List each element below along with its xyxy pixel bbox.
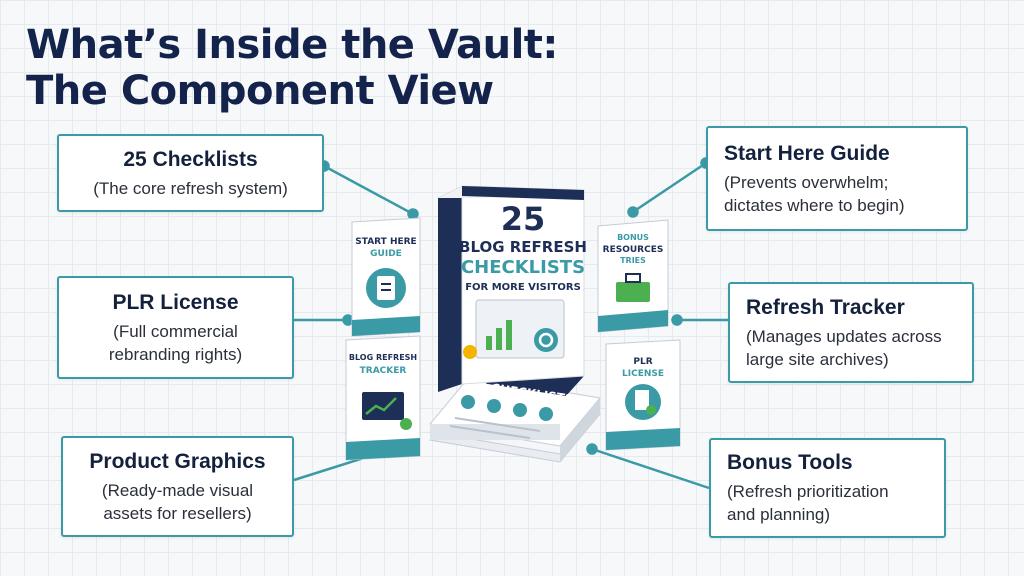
callout-start-here-guide: Start Here Guide (Prevents overwhelm; di… bbox=[706, 126, 968, 231]
callout-description-line-1: (Refresh prioritization bbox=[727, 482, 889, 501]
callout-description-line-2: dictates where to begin) bbox=[724, 195, 905, 215]
plr-license-book: PLR LICENSE bbox=[605, 339, 681, 451]
start-here-book-line-1: START HERE bbox=[355, 237, 416, 247]
callout-description: (The core refresh system) bbox=[93, 178, 288, 198]
plr-book-line-1: PLR bbox=[633, 357, 652, 367]
blog-refresh-tracker-book: BLOG REFRESH TRACKER bbox=[345, 335, 421, 461]
connector-dot bbox=[407, 208, 419, 220]
bonus-book-line-2: RESOURCES bbox=[603, 245, 664, 255]
callout-25-checklists: 25 Checklists (The core refresh system) bbox=[57, 134, 324, 212]
callout-title: PLR License bbox=[112, 290, 239, 314]
box-number: 25 bbox=[501, 200, 546, 238]
title-line-2: The Component View bbox=[26, 68, 494, 114]
tracker-book-line-1: BLOG REFRESH bbox=[349, 353, 417, 362]
bonus-book-line-3: TRIES bbox=[620, 256, 646, 265]
callout-description: (Prevents overwhelm; dictates where to b… bbox=[724, 171, 952, 217]
connector-bonus bbox=[591, 447, 710, 490]
callout-description-line-1: (Full commercial bbox=[113, 321, 238, 341]
callout-description-line-2: rebranding rights) bbox=[108, 344, 243, 364]
box-title-line-3: FOR MORE VISITORS bbox=[465, 282, 581, 293]
connector-dot bbox=[627, 206, 639, 218]
tracker-book-line-2: TRACKER bbox=[360, 366, 407, 376]
page-title: What’s Inside the Vault: The Component V… bbox=[26, 22, 558, 114]
box-title-line-2: CHECKLISTS bbox=[461, 257, 585, 278]
callout-title: Refresh Tracker bbox=[746, 295, 905, 319]
callout-description-line-2: assets for resellers) bbox=[103, 503, 252, 523]
title-line-1: What’s Inside the Vault: bbox=[26, 22, 558, 68]
callout-title: Bonus Tools bbox=[727, 451, 853, 474]
callout-description-line-2: and planning) bbox=[727, 505, 831, 524]
callout-description: (Refresh prioritization and planning) bbox=[727, 480, 930, 526]
connector-start-here bbox=[632, 161, 707, 214]
connector-dot bbox=[342, 314, 354, 326]
callout-description: (Ready-made visual assets for resellers) bbox=[77, 479, 278, 525]
connector-checklists bbox=[323, 164, 414, 216]
callout-title: Product Graphics bbox=[89, 449, 266, 473]
start-here-book-line-2: GUIDE bbox=[370, 249, 402, 259]
connector-dot bbox=[586, 443, 598, 455]
callout-description-line-1: (Manages updates across bbox=[746, 326, 942, 346]
connector-dot bbox=[671, 314, 683, 326]
start-here-guide-book: START HERE GUIDE bbox=[351, 217, 421, 337]
callout-product-graphics: Product Graphics (Ready-made visual asse… bbox=[61, 436, 294, 537]
callout-title: 25 Checklists bbox=[123, 147, 258, 171]
callout-description-line-2: large site archives) bbox=[746, 349, 889, 369]
plr-book-line-2: LICENSE bbox=[622, 369, 664, 379]
callout-plr-license: PLR License (Full commercial rebranding … bbox=[57, 276, 294, 379]
main-product-box: 25 BLOG REFRESH CHECKLISTS FOR MORE VISI… bbox=[438, 185, 587, 392]
callout-description-line-1: (Prevents overwhelm; bbox=[724, 172, 889, 192]
callout-description: (Manages updates across large site archi… bbox=[746, 325, 958, 371]
callout-title: Start Here Guide bbox=[724, 141, 890, 165]
bonus-resources-book: BONUS RESOURCES TRIES bbox=[597, 219, 669, 333]
callout-refresh-tracker: Refresh Tracker (Manages updates across … bbox=[728, 282, 974, 383]
callout-description: (Full commercial rebranding rights) bbox=[73, 320, 278, 366]
callout-bonus-tools: Bonus Tools (Refresh prioritization and … bbox=[709, 438, 946, 538]
callout-description-line-1: (Ready-made visual bbox=[101, 480, 254, 500]
box-title-line-1: BLOG REFRESH bbox=[459, 238, 587, 256]
bonus-book-line-1: BONUS bbox=[617, 233, 649, 242]
